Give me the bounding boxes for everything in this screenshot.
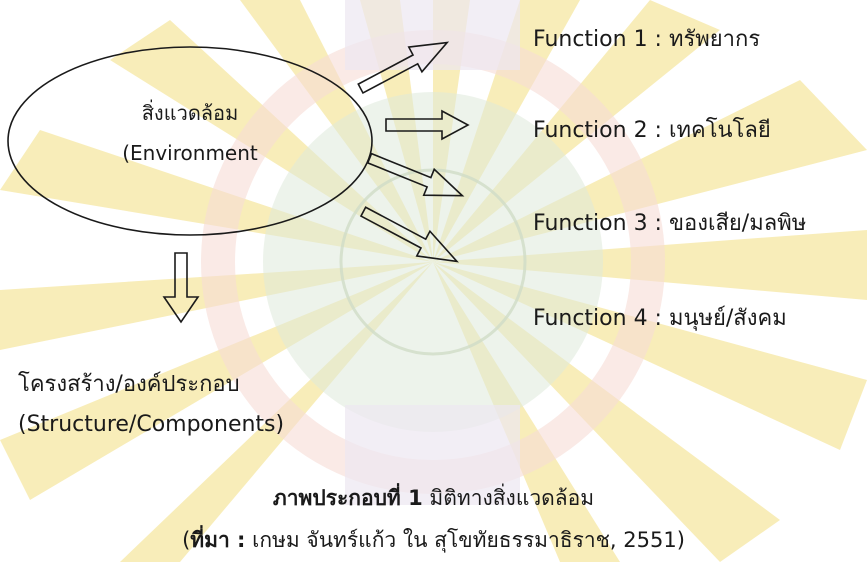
figure-source: (ที่มา : เกษม จันทร์แก้ว ใน สุโขทัยธรรมา… [0,524,867,557]
seal-center-ring [339,168,527,356]
function-1-label: Function 1 : ทรัพยากร [533,27,761,52]
source-text: เกษม จันทร์แก้ว ใน สุโขทัยธรรมาธิราช, 25… [252,528,685,552]
figure-caption: ภาพประกอบที่ 1 มิติทางสิ่งแวดล้อม [0,482,867,515]
function-2-label: Function 2 : เทคโนโลยี [533,118,771,143]
figure-title: มิติทางสิ่งแวดล้อม [429,486,595,510]
arrow-to-function-3 [366,152,465,197]
function-4-label: Function 4 : มนุษย์/สังคม [533,306,787,331]
environment-label-english: (Environment [122,141,258,165]
arrow-to-function-4 [359,206,459,263]
arrow-to-function-2 [385,109,470,141]
figure-number: ภาพประกอบที่ 1 [272,486,423,510]
seal-bottom-pedestal [345,405,520,505]
environment-label-thai: สิ่งแวดล้อม [141,101,239,125]
arrow-to-structure [162,252,200,324]
seal-inner-disc [263,92,603,432]
source-label: ที่มา : [190,528,246,552]
environment-ellipse [7,46,373,236]
source-open-paren: ( [182,528,191,552]
structure-label-thai: โครงสร้าง/องค์ประกอบ [18,372,240,397]
arrow-to-function-1 [357,41,450,95]
function-3-label: Function 3 : ของเสีย/มลพิษ [533,211,807,236]
structure-label-english: (Structure/Components) [18,412,285,437]
